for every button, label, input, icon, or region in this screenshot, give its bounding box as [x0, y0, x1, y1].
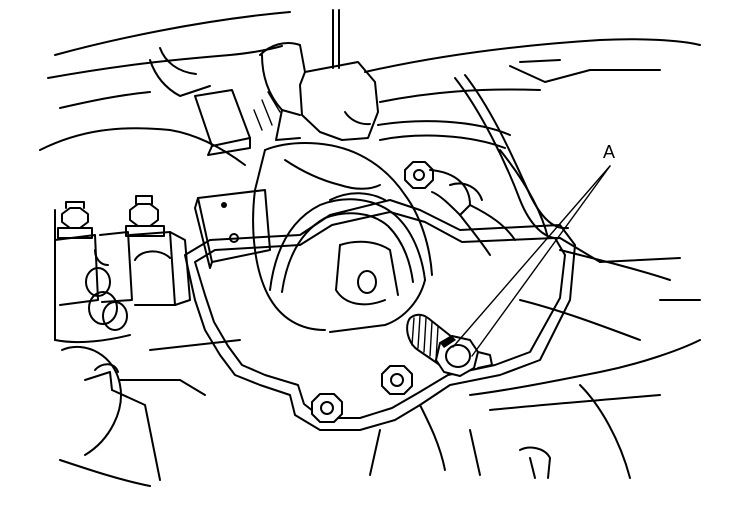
left-stud-nut-1: [57, 201, 93, 239]
upper-body-panel: [39, 11, 291, 166]
callout-label-a: A: [603, 142, 616, 162]
mount-bolt: [406, 313, 493, 377]
mount-bushing-housing: [252, 142, 433, 333]
left-stud-nut-2: [125, 195, 165, 237]
mount-bracket-plate: [184, 199, 576, 431]
bracket-upper-nut: [404, 161, 434, 189]
left-engine-block: [54, 209, 191, 344]
upper-right-frame: [364, 38, 701, 263]
bracket-lower-nut-2: [381, 365, 413, 395]
lower-right-frame: [369, 249, 701, 479]
callout-leader-a: [452, 165, 611, 357]
cable-bracket: [253, 9, 379, 141]
bracket-lower-nut-1: [311, 393, 343, 423]
bracket-side-tab: [194, 189, 271, 269]
lower-left-housing: [59, 339, 241, 487]
bracket-right-arm: [429, 169, 516, 256]
